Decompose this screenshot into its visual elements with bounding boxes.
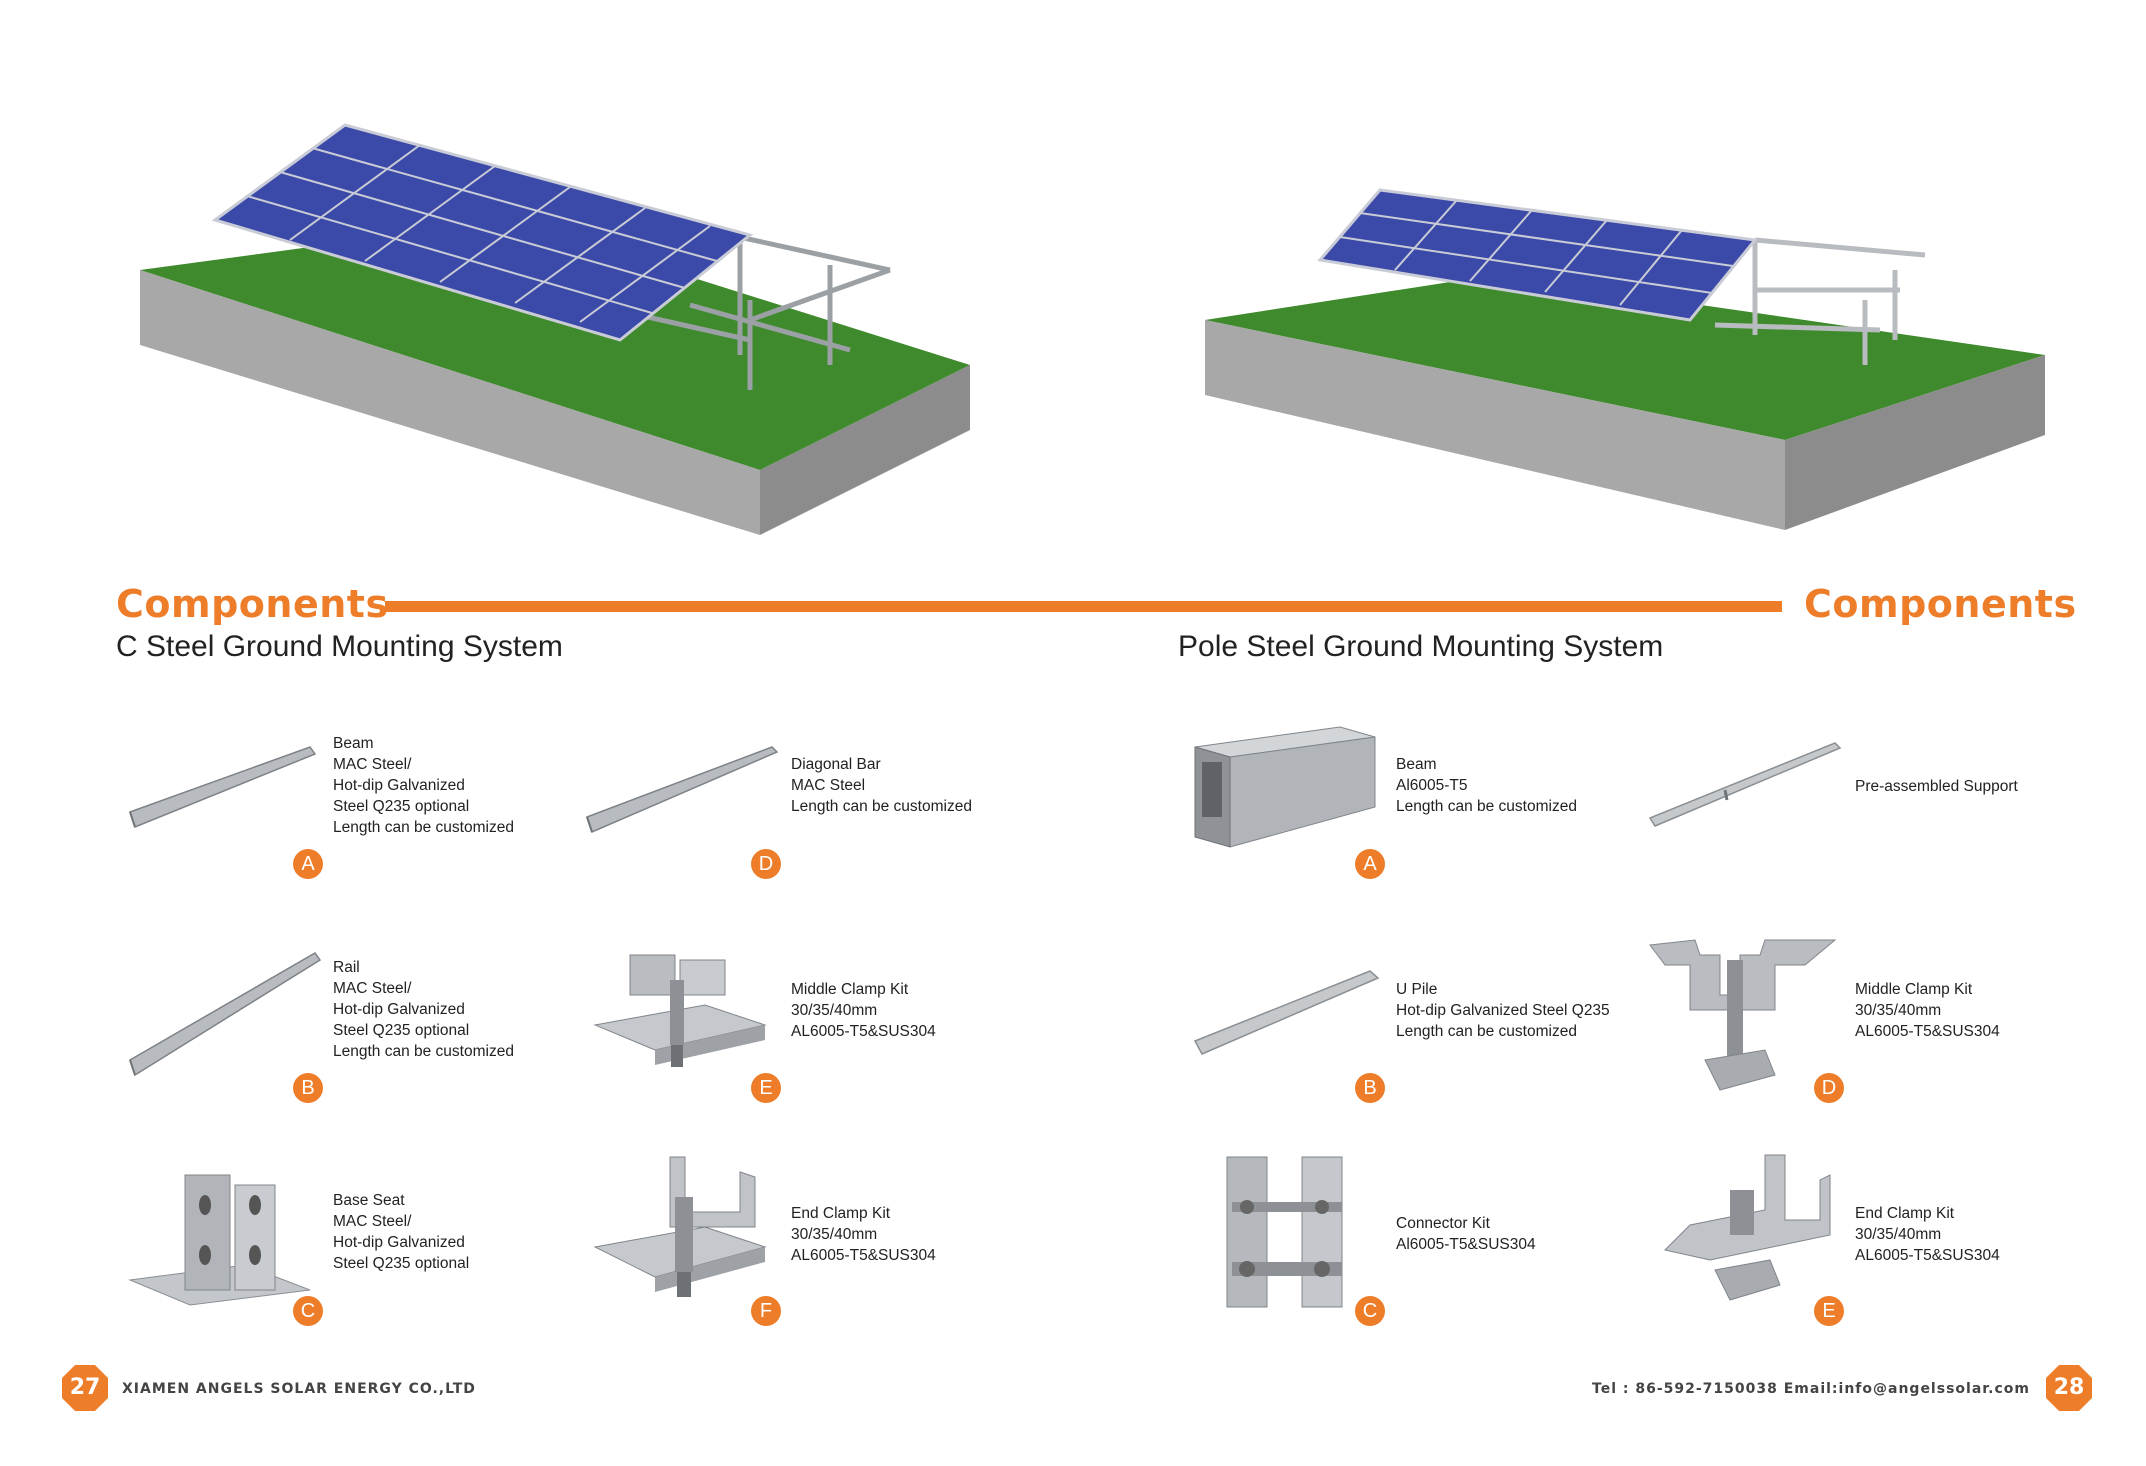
beam-image (129, 746, 317, 828)
components-heading-right: Components (1804, 582, 2077, 626)
left-item-b-badge: B (293, 1073, 323, 1103)
page-number-left: 27 (60, 1363, 110, 1413)
company-name: XIAMEN ANGELS SOLAR ENERGY CO.,LTD (122, 1381, 476, 1397)
u-pile-image (1193, 970, 1380, 1055)
right-item-a-badge: A (1355, 849, 1385, 879)
left-item-c-badge: C (293, 1296, 323, 1326)
middle-clamp-image (593, 954, 767, 1067)
page-number-right: 28 (2044, 1363, 2094, 1413)
left-item-f-badge: F (751, 1296, 781, 1326)
left-item-e-badge: E (751, 1073, 781, 1103)
end-clamp-image (593, 1156, 767, 1297)
left-item-d-badge: D (751, 849, 781, 879)
right-middle-clamp-image (1649, 939, 1837, 1091)
components-heading-left: Components (116, 582, 389, 626)
right-item-c-badge: C (1355, 1296, 1385, 1326)
pole-steel-system-illustration (1205, 188, 2045, 530)
connector-kit-image (1226, 1156, 1343, 1308)
octagon-badge-icon (2046, 1365, 2092, 1411)
c-steel-system-illustration (140, 123, 970, 535)
base-seat-image (128, 1174, 311, 1306)
header-divider (385, 601, 1782, 612)
contact-info: Tel : 86-592-7150038 Email:info@angelsso… (1592, 1381, 2030, 1397)
al-beam-image (1194, 726, 1376, 848)
pre-assembled-support-image (1648, 742, 1842, 827)
right-item-d-badge: D (1814, 1073, 1844, 1103)
pole-steel-system-title: Pole Steel Ground Mounting System (1178, 630, 1664, 663)
right-item-b-badge: B (1355, 1073, 1385, 1103)
diagonal-bar-image (586, 746, 779, 834)
right-item-e-badge: E (1814, 1296, 1844, 1326)
right-item-support-desc: Pre-assembled Support (1855, 778, 2018, 795)
left-item-a-badge: A (293, 849, 323, 879)
rail-image (129, 952, 322, 1077)
octagon-badge-icon (62, 1365, 108, 1411)
right-end-clamp-image (1664, 1154, 1831, 1301)
c-steel-system-title: C Steel Ground Mounting System (116, 630, 563, 663)
